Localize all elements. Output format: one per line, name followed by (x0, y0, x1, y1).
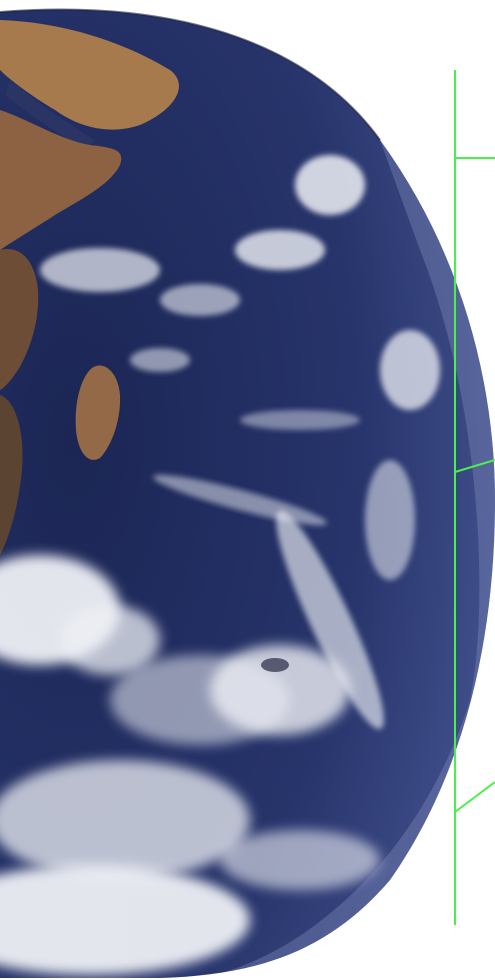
guide-tick-bottom (454, 781, 495, 813)
madagascar (75, 365, 121, 460)
cloud (365, 460, 415, 580)
east-africa (0, 249, 39, 390)
cloud (130, 348, 190, 372)
cloud (235, 230, 325, 270)
cloud (0, 760, 250, 880)
cloud (295, 155, 365, 215)
cloud (160, 284, 240, 316)
guide-tick-middle (454, 459, 495, 473)
cloud (0, 865, 250, 975)
cloud (380, 330, 440, 410)
cloud (220, 830, 380, 890)
land-masses (0, 20, 179, 555)
cloud-band (276, 510, 384, 730)
clouds (0, 155, 440, 975)
horn-of-africa (0, 110, 122, 250)
arabian-peninsula (0, 20, 179, 130)
guide-lines (454, 70, 495, 925)
cyclone-eye (261, 658, 289, 672)
cloud (240, 410, 360, 430)
cloud (60, 605, 160, 675)
cloud (40, 248, 160, 292)
red-sea (5, 80, 95, 150)
southern-africa (0, 395, 23, 555)
cyclone (210, 645, 350, 735)
globe-rim (0, 8, 381, 141)
